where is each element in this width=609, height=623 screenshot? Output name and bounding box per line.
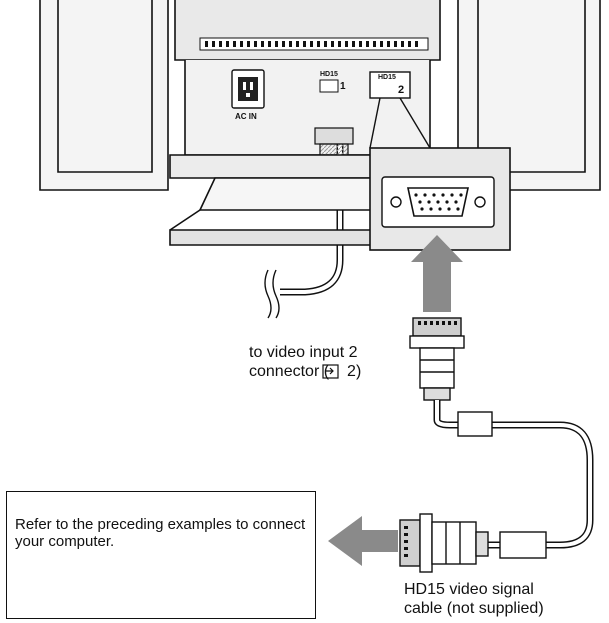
connector-label-prefix: connector ( [249, 363, 330, 380]
port2-number: 2 [398, 84, 405, 96]
arrow-left-icon [328, 516, 398, 566]
hd15-connector-icon [390, 187, 486, 217]
cable-break-icon [264, 269, 280, 319]
video-input-2-port [369, 71, 411, 99]
ferrite-core [457, 411, 547, 559]
connector-closeup [369, 147, 511, 251]
rear-panel [174, 0, 441, 156]
monitor-end-plug [409, 317, 465, 401]
instruction-box: Refer to the preceding examples to conne… [6, 491, 316, 619]
power-socket-icon [231, 69, 265, 109]
callout-lines [369, 97, 431, 149]
cable-label-line1: HD15 video signal [404, 581, 534, 598]
connector-label-number: 2) [347, 363, 362, 380]
video-input-1-port [319, 79, 339, 93]
monitor-cabinet [39, 0, 601, 191]
port1-number: 1 [340, 81, 346, 92]
connector-label: connector ( 2) [249, 362, 361, 381]
arrow-up-icon [411, 235, 463, 312]
port1-tag: HD15 [320, 71, 338, 78]
video-input-icon [322, 364, 339, 379]
video-input-label: to video input 2 [249, 344, 358, 361]
ventilation-slots [205, 41, 418, 47]
ac-in-label: AC IN [235, 112, 257, 121]
instruction-text: Refer to the preceding examples to conne… [15, 516, 306, 550]
computer-end-plug [399, 513, 489, 573]
port2-tag: HD15 [378, 74, 396, 81]
cable-label-line2: cable (not supplied) [404, 600, 544, 617]
